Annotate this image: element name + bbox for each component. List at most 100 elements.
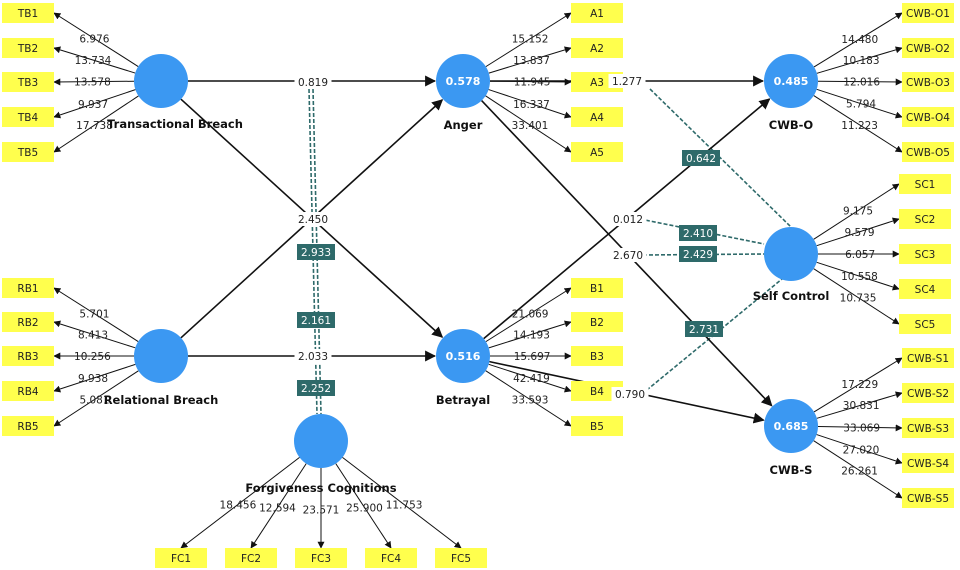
indicator-box bbox=[571, 3, 623, 23]
loading-arrow bbox=[342, 456, 462, 549]
indicator-box bbox=[571, 312, 623, 332]
loading-arrow bbox=[816, 46, 903, 74]
loading-value: 33.401 bbox=[512, 120, 549, 132]
path-coefficient-bg bbox=[609, 248, 647, 262]
loading-arrow bbox=[489, 78, 572, 86]
loading-arrow bbox=[250, 463, 307, 549]
indicator-box bbox=[902, 418, 954, 438]
indicator-box bbox=[2, 3, 54, 23]
path-coefficient-bg bbox=[611, 387, 649, 401]
indicator-box bbox=[2, 416, 54, 436]
loading-value: 6.057 bbox=[845, 249, 875, 261]
loading-arrow bbox=[53, 287, 139, 342]
moderation-effect-value: 2.429 bbox=[683, 249, 713, 261]
loading-arrow bbox=[488, 320, 572, 349]
construct-circle bbox=[294, 414, 348, 468]
construct-label: Relational Breach bbox=[104, 393, 219, 407]
loading-arrow bbox=[488, 89, 572, 119]
indicator-label: TB5 bbox=[17, 147, 38, 159]
loading-value: 5.081 bbox=[79, 394, 109, 406]
loading-value: 17.229 bbox=[841, 379, 878, 391]
construct-circle bbox=[134, 54, 188, 108]
indicator-label: CWB-S4 bbox=[907, 458, 949, 470]
loading-value: 5.794 bbox=[846, 99, 876, 111]
indicator-label: TB2 bbox=[17, 43, 38, 55]
path-coefficient-bg bbox=[294, 349, 332, 363]
moderation-effect-value: 2.731 bbox=[689, 324, 719, 336]
indicator-box bbox=[2, 381, 54, 401]
loading-arrow bbox=[485, 95, 572, 153]
loading-arrow bbox=[335, 463, 392, 549]
indicator-box bbox=[2, 142, 54, 162]
loading-value: 9.175 bbox=[843, 206, 873, 218]
indicator-box bbox=[899, 279, 951, 299]
path-coefficient: 2.670 bbox=[609, 248, 647, 262]
loading-value: 6.976 bbox=[79, 34, 109, 46]
moderation-effect-bg bbox=[679, 246, 717, 262]
loading-value: 5.701 bbox=[79, 309, 109, 321]
indicator-label: SC4 bbox=[915, 284, 936, 296]
path-coefficient: 0.012 bbox=[609, 212, 647, 226]
loading-arrow bbox=[816, 434, 903, 465]
construct-label: Transactional Breach bbox=[107, 117, 243, 131]
indicator-box bbox=[2, 278, 54, 298]
moderation-effect: 2.731 bbox=[685, 321, 723, 337]
moderation-effect-bg bbox=[297, 312, 335, 328]
loading-arrow bbox=[813, 95, 903, 153]
construct-forgiveness-cognitions: Forgiveness Cognitions bbox=[245, 414, 397, 495]
loading-arrow bbox=[53, 78, 135, 86]
indicator-label: RB1 bbox=[17, 283, 38, 295]
indicator-box bbox=[902, 38, 954, 58]
path-coefficient-value: 2.670 bbox=[613, 250, 643, 262]
construct-label: CWB-S bbox=[770, 463, 813, 477]
indicator-box bbox=[155, 548, 207, 568]
indicator-label: B5 bbox=[590, 421, 604, 433]
indicator-label: CWB-S1 bbox=[907, 353, 949, 365]
indicator-box bbox=[899, 174, 951, 194]
path-coefficient-value: 2.033 bbox=[298, 351, 328, 363]
indicator-label: TB1 bbox=[17, 8, 38, 20]
path-coefficient-bg bbox=[294, 75, 332, 89]
loading-value: 13.578 bbox=[74, 77, 111, 89]
indicator-box bbox=[571, 107, 623, 127]
indicator-box bbox=[571, 278, 623, 298]
loading-value: 9.937 bbox=[78, 99, 108, 111]
indicator-label: CWB-O5 bbox=[906, 147, 950, 159]
loading-arrow bbox=[53, 370, 139, 427]
construct-circle bbox=[764, 399, 818, 453]
loading-value: 13.734 bbox=[75, 55, 112, 67]
loading-arrow bbox=[813, 268, 900, 325]
indicator-label: CWB-O1 bbox=[906, 8, 950, 20]
loading-arrow bbox=[53, 320, 136, 349]
indicator-box bbox=[571, 346, 623, 366]
indicator-box bbox=[571, 142, 623, 162]
indicator-box bbox=[571, 38, 623, 58]
loading-value: 8.413 bbox=[78, 329, 108, 341]
loading-value: 10.183 bbox=[843, 55, 880, 67]
loading-value: 23.571 bbox=[303, 505, 340, 517]
indicator-box bbox=[899, 244, 951, 264]
moderation-effect: 2.161 bbox=[297, 312, 335, 328]
indicator-label: TB4 bbox=[17, 112, 39, 124]
loading-value: 12.016 bbox=[843, 77, 880, 89]
construct-label: Betrayal bbox=[436, 393, 490, 407]
loading-value: 10.256 bbox=[74, 351, 111, 363]
indicator-label: SC3 bbox=[915, 249, 936, 261]
path-coefficient: 0.819 bbox=[294, 75, 332, 89]
moderation-effect-bg bbox=[297, 244, 335, 260]
loading-value: 16.337 bbox=[513, 99, 550, 111]
moderation-effect: 0.642 bbox=[682, 150, 720, 166]
r-squared-value: 0.685 bbox=[774, 420, 809, 433]
loading-arrow bbox=[488, 46, 572, 74]
indicator-label: FC2 bbox=[241, 553, 261, 565]
moderation-line bbox=[649, 88, 792, 228]
loading-value: 33.069 bbox=[843, 422, 880, 434]
indicator-label: CWB-O2 bbox=[906, 43, 950, 55]
path-coefficient-value: 1.277 bbox=[612, 76, 642, 88]
path-coefficient-value: 0.012 bbox=[613, 214, 643, 226]
indicator-box bbox=[899, 209, 951, 229]
path-coefficient: 1.277 bbox=[608, 74, 646, 88]
